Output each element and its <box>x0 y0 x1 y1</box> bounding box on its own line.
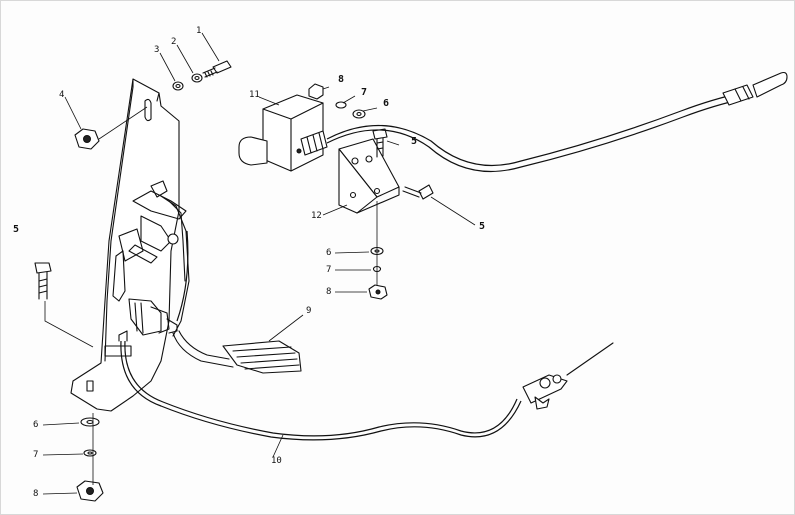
lock-washer-7-bottom <box>83 449 97 457</box>
callout-2: 2 <box>171 37 177 47</box>
callout-8-bracket: 8 <box>326 287 332 297</box>
callout-5-bolt: 5 <box>411 136 418 147</box>
callout-9: 9 <box>306 306 312 316</box>
callout-5-screw: 5 <box>479 221 486 232</box>
bolt-1 <box>202 60 232 78</box>
switch-washer-6 <box>352 109 366 119</box>
upper-cable <box>326 71 788 173</box>
callout-11: 11 <box>249 90 260 100</box>
lever-cable-fitting <box>128 298 178 336</box>
nut-8-bottom <box>76 480 104 502</box>
callout-8-bottom: 8 <box>33 489 39 499</box>
accelerator-pedal <box>172 330 302 374</box>
callout-1: 1 <box>196 26 202 36</box>
bracket-nut-8 <box>368 284 388 300</box>
callout-leaders <box>42 32 476 495</box>
mounting-plate <box>70 78 180 412</box>
callout-7-switch: 7 <box>361 87 368 98</box>
washer-6-bottom <box>80 417 100 427</box>
callout-12: 12 <box>311 211 322 221</box>
callout-7-bottom: 7 <box>33 450 39 460</box>
callout-4: 4 <box>59 90 65 100</box>
bolt-5-left <box>34 262 94 348</box>
callout-6-bracket: 6 <box>326 248 332 258</box>
bracket-12 <box>338 138 400 214</box>
callout-8-switch: 8 <box>338 74 345 85</box>
switch-nut-8 <box>308 83 324 100</box>
throttle-cable-10 <box>118 330 614 441</box>
callout-7-bracket: 7 <box>326 265 332 275</box>
bolt-5-bracket <box>372 128 388 158</box>
washer-3 <box>172 81 184 91</box>
callout-3: 3 <box>154 45 160 55</box>
switch-11 <box>238 94 328 172</box>
nut-4 <box>74 106 148 150</box>
callout-6-bottom: 6 <box>33 420 39 430</box>
pedal-switch-link <box>176 230 189 322</box>
callout-10: 10 <box>271 456 282 466</box>
screw-5-right <box>402 184 434 200</box>
callout-5-left: 5 <box>13 224 20 235</box>
washer-2 <box>191 73 203 83</box>
callout-6-switch: 6 <box>383 98 390 109</box>
switch-lock-washer-7 <box>335 101 347 109</box>
